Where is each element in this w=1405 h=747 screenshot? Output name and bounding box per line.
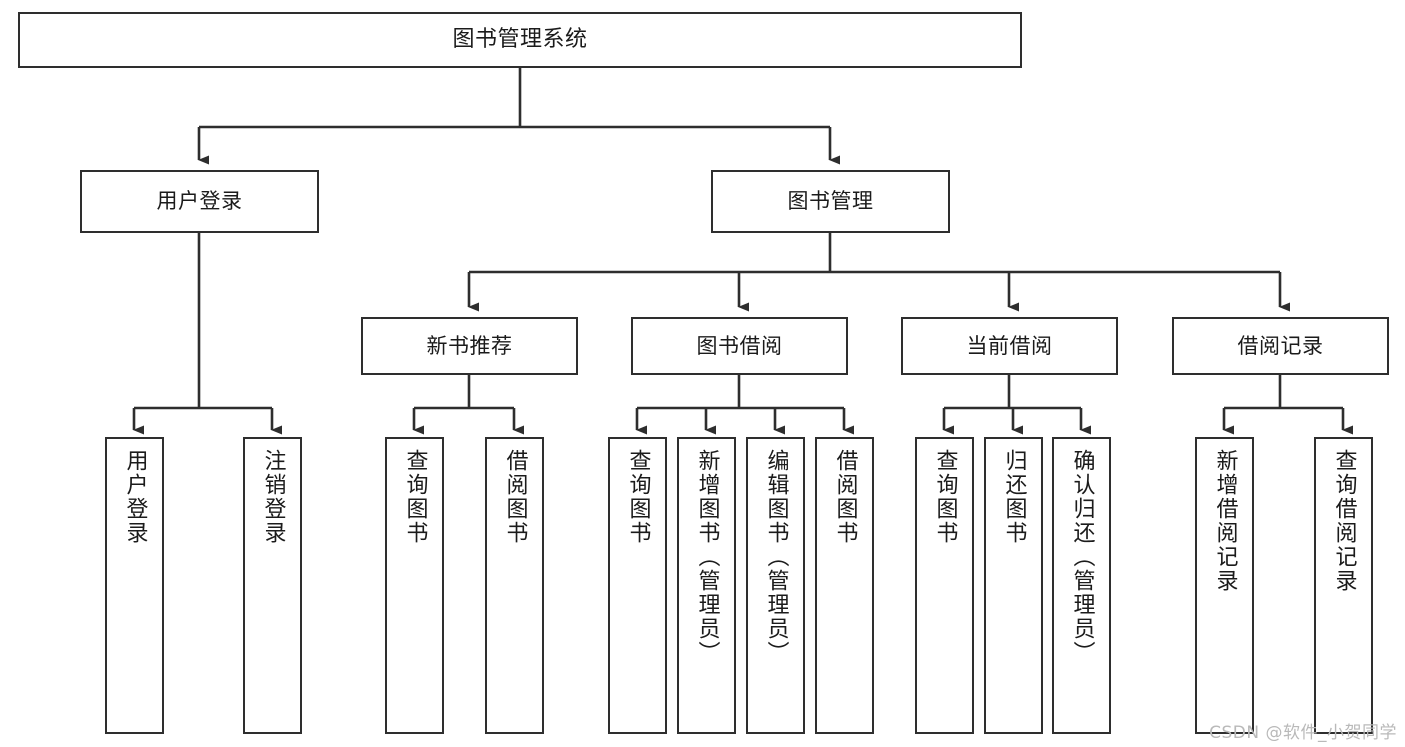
leaf-borrow-book-2[interactable]: 借阅图书 [815, 437, 874, 734]
leaf-user-login[interactable]: 用户登录 [105, 437, 164, 734]
node-current-borrow-label: 当前借阅 [966, 333, 1053, 358]
node-borrow-record[interactable]: 借阅记录 [1172, 317, 1389, 375]
leaf-borrow-book-1-label: 借阅图书 [502, 449, 528, 545]
node-user-login-label: 用户登录 [156, 189, 243, 214]
leaf-query-record[interactable]: 查询借阅记录 [1314, 437, 1373, 734]
leaf-query-record-label: 查询借阅记录 [1331, 449, 1357, 593]
leaf-logout[interactable]: 注销登录 [243, 437, 302, 734]
leaf-query-book-1-label: 查询图书 [402, 449, 428, 545]
node-book-manage-label: 图书管理 [787, 189, 874, 214]
node-current-borrow[interactable]: 当前借阅 [901, 317, 1118, 375]
leaf-borrow-book-2-label: 借阅图书 [832, 449, 858, 545]
leaf-add-record[interactable]: 新增借阅记录 [1195, 437, 1254, 734]
node-book-borrow-label: 图书借阅 [696, 333, 783, 358]
leaf-add-record-label: 新增借阅记录 [1212, 449, 1238, 593]
leaf-return-book[interactable]: 归还图书 [984, 437, 1043, 734]
watermark: CSDN @软件_小贺同学 [1209, 723, 1397, 743]
leaf-confirm-return-label: 确认归还（管理员） [1069, 449, 1095, 665]
leaf-logout-label: 注销登录 [260, 449, 286, 545]
node-book-manage[interactable]: 图书管理 [711, 170, 950, 233]
leaf-borrow-book-1[interactable]: 借阅图书 [485, 437, 544, 734]
leaf-query-book-2[interactable]: 查询图书 [608, 437, 667, 734]
leaf-add-book[interactable]: 新增图书（管理员） [677, 437, 736, 734]
node-user-login[interactable]: 用户登录 [80, 170, 319, 233]
node-book-borrow[interactable]: 图书借阅 [631, 317, 848, 375]
leaf-user-login-label: 用户登录 [122, 449, 148, 545]
leaf-edit-book[interactable]: 编辑图书（管理员） [746, 437, 805, 734]
leaf-confirm-return[interactable]: 确认归还（管理员） [1052, 437, 1111, 734]
leaf-return-book-label: 归还图书 [1001, 449, 1027, 545]
leaf-query-book-3-label: 查询图书 [932, 449, 958, 545]
node-new-book-rec[interactable]: 新书推荐 [361, 317, 578, 375]
node-root-label: 图书管理系统 [452, 27, 588, 53]
leaf-add-book-label: 新增图书（管理员） [694, 449, 720, 665]
leaf-query-book-2-label: 查询图书 [625, 449, 651, 545]
node-root[interactable]: 图书管理系统 [18, 12, 1022, 68]
node-borrow-record-label: 借阅记录 [1237, 333, 1324, 358]
leaf-query-book-3[interactable]: 查询图书 [915, 437, 974, 734]
leaf-query-book-1[interactable]: 查询图书 [385, 437, 444, 734]
leaf-edit-book-label: 编辑图书（管理员） [763, 449, 789, 665]
node-new-book-rec-label: 新书推荐 [426, 333, 513, 358]
